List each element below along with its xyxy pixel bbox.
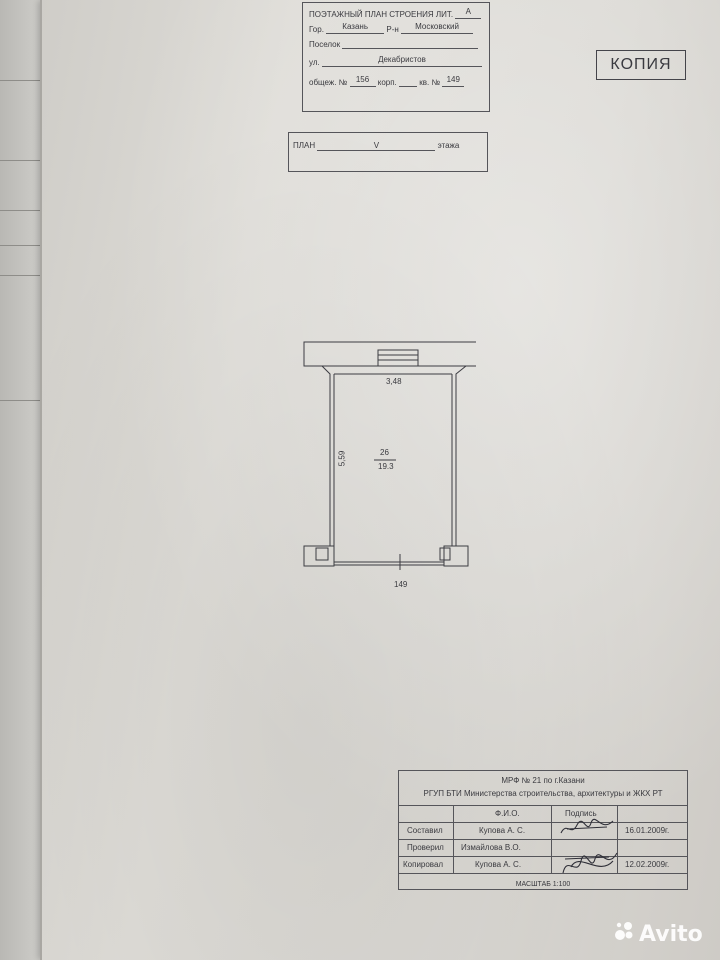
name: Купова А. С. [479,826,526,835]
city-label: Гор. [309,25,324,34]
header-title: ПОЭТАЖНЫЙ ПЛАН СТРОЕНИЯ ЛИТ. [309,10,454,19]
table-row: Проверил Измайлова В.О. [399,840,687,857]
bottom-left-block [303,545,335,567]
district-value: Московский [401,22,474,34]
apt-label: кв. № [419,78,441,87]
width-dimension: 3,48 [386,377,402,386]
date: 12.02.2009г. [625,860,670,869]
bottom-right-block [443,545,469,567]
grid-line [0,245,66,246]
column-divider [453,805,454,873]
settlement-value [342,37,479,49]
street-row: ул. Декабристов [309,55,483,68]
korp-label: корп. [377,78,397,87]
floor-label: этажа [437,141,460,150]
grid-line [0,80,66,81]
name: Купова А. С. [475,860,522,869]
role: Составил [407,826,443,835]
settlement-row: Поселок [309,37,483,50]
street-value: Декабристов [321,55,482,67]
floor-plan-drawing [303,341,483,570]
grid-line [0,275,66,276]
room-area: 19.3 [378,462,394,471]
top-wall-block [303,341,483,367]
column-header-row: Ф.И.О. Подпись [399,806,687,823]
signature-2 [562,852,618,874]
room-number: 26 [380,448,389,457]
scale-label: МАСШТАБ 1:100 [515,881,571,888]
table-row: Составил Купова А. С. 16.01.2009г. [399,823,687,840]
sheet-edge [40,0,42,960]
document-sheet [40,0,720,960]
apt-value: 149 [442,75,465,87]
city-row: Гор. Казань Р-н Московский [309,22,483,35]
length-dimension: 5,59 [337,450,347,467]
date: 16.01.2009г. [625,826,670,835]
signature-1 [560,818,614,834]
address-row: общеж. № 156 корп. кв. № 149 [309,75,483,88]
left-wall [321,365,331,546]
column-divider [551,805,552,873]
header-title-row: ПОЭТАЖНЫЙ ПЛАН СТРОЕНИЯ ЛИТ. А [309,7,483,20]
city-value: Казань [326,22,385,34]
avito-watermark: Avito [614,920,703,948]
organization-header: МРФ № 21 по г.Казани РГУП БТИ Министерст… [399,771,687,806]
grid-line [0,400,66,401]
window-block [377,349,419,367]
col-signature: Подпись [565,809,597,818]
avito-brand: Avito [639,921,703,947]
name: Измайлова В.О. [461,843,521,852]
korp-value [399,75,418,87]
role: Копировал [403,860,444,869]
grid-line [0,210,66,211]
role: Проверил [407,843,444,852]
grid-line [0,160,66,161]
plan-floor-row: ПЛАН V этажа [293,141,483,151]
header-stamp: ПОЭТАЖНЫЙ ПЛАН СТРОЕНИЯ ЛИТ. А Гор. Каза… [302,2,490,112]
settlement-label: Поселок [309,40,341,49]
column-divider [617,805,618,873]
dorm-label: общеж. № [309,78,348,87]
col-fio: Ф.И.О. [495,809,520,818]
lit-value: А [455,7,482,19]
table-row: Копировал Купова А. С. 12.02.2009г. [399,857,687,873]
plan-floor-box: ПЛАН V этажа [288,132,488,172]
district-label: Р-н [386,25,399,34]
floor-value: V [317,141,436,151]
scale-divider [399,873,687,874]
plan-label: ПЛАН [293,141,316,150]
org-line-2: РГУП БТИ Министерства строительства, арх… [423,789,663,798]
org-line-1: МРФ № 21 по г.Казани [501,776,585,785]
apartment-number: 149 [394,580,408,589]
copy-stamp: КОПИЯ [596,50,686,80]
title-block: МРФ № 21 по г.Казани РГУП БТИ Министерст… [398,770,688,890]
avito-logo-icon [614,920,636,948]
floor-plan: 3,48 5,59 26 19.3 149 [296,336,483,589]
right-wall [455,365,467,546]
dorm-value: 156 [349,75,376,87]
street-label: ул. [309,58,320,67]
